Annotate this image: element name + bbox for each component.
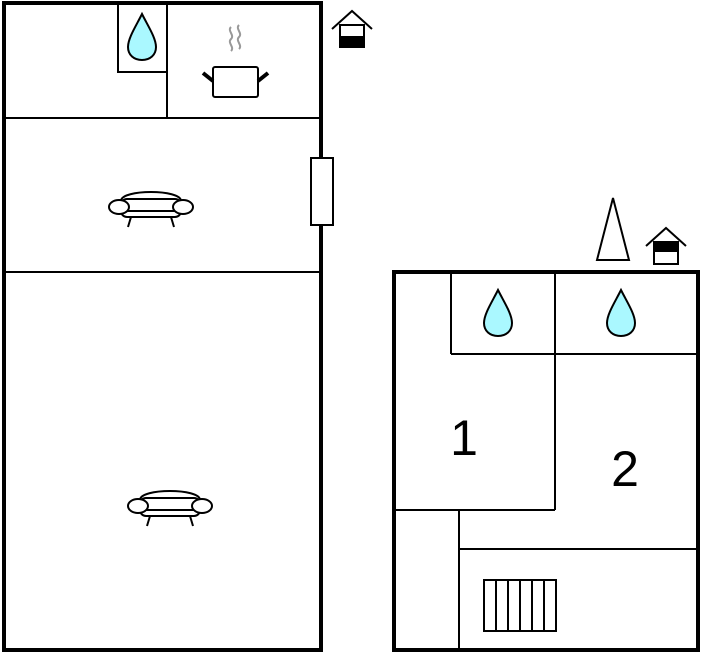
outer-wall — [392, 270, 700, 652]
sofa-icon — [108, 191, 194, 228]
radiator-icon — [483, 579, 557, 632]
water-drop-icon — [483, 289, 513, 337]
sofa-icon — [127, 490, 213, 527]
left-building — [2, 1, 373, 652]
house-icon — [645, 227, 687, 265]
room-2-label: 2 — [611, 441, 639, 497]
cooking-pot-icon — [201, 24, 270, 98]
water-drop-icon — [127, 13, 157, 61]
right-building: 1 2 — [392, 197, 700, 652]
shower-room — [117, 2, 168, 73]
water-drop-icon — [606, 289, 636, 337]
outer-wall — [2, 1, 323, 652]
room-1-label: 1 — [450, 410, 478, 466]
house-icon — [331, 10, 373, 48]
tree-icon — [595, 197, 631, 261]
window-icon — [310, 157, 334, 226]
